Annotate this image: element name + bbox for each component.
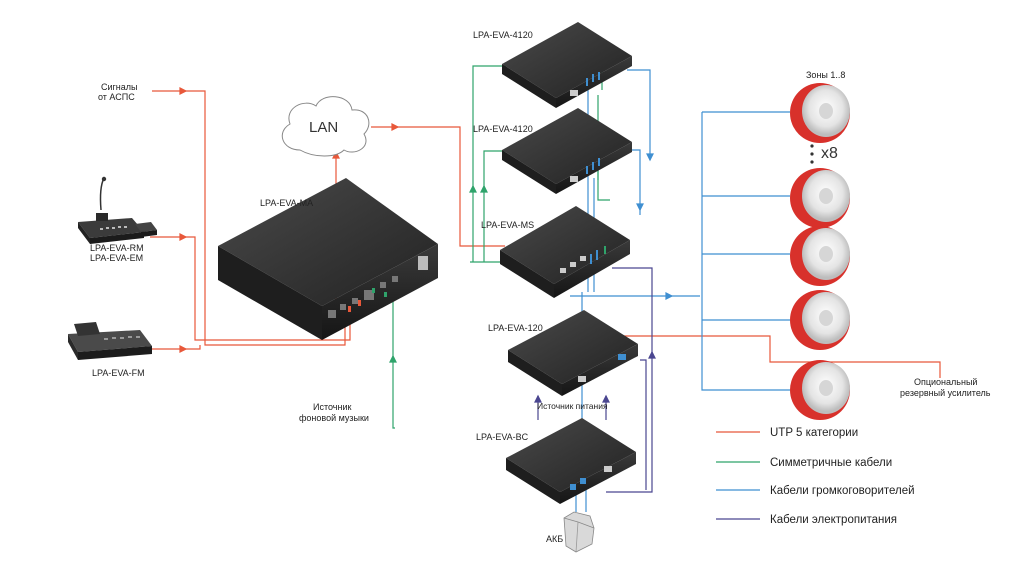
device-label-amp2: LPA-EVA-4120: [473, 124, 533, 134]
signals-label-2: от АСПС: [98, 92, 135, 102]
speaker-3: [790, 226, 850, 286]
lan-label: LAN: [309, 119, 338, 136]
main-unit-ma: [218, 178, 438, 340]
device-label-fm: LPA-EVA-FM: [92, 368, 145, 378]
device-label-amp1: LPA-EVA-4120: [473, 30, 533, 40]
battery-icon: [563, 511, 595, 553]
legend-label-speaker: Кабели громкоговорителей: [770, 485, 915, 497]
amplifier-4120-middle: [502, 108, 632, 194]
signals-label-1: Сигналы: [101, 82, 138, 92]
device-label-ma: LPA-EVA-MA: [260, 198, 313, 208]
ellipsis-dots: [810, 144, 814, 164]
extension-module-em: [135, 222, 157, 237]
multiplier-label: x8: [821, 145, 838, 162]
battery-charger-bc: [506, 418, 636, 504]
speaker-2: [790, 168, 850, 228]
microphone-console-rm: [78, 176, 144, 244]
legend-label-utp: UTP 5 категории: [770, 427, 858, 439]
device-label-bc: LPA-EVA-BC: [476, 432, 529, 442]
speaker-1: [790, 83, 850, 143]
reserve-label-2: резервный усилитель: [900, 388, 991, 398]
device-label-em: LPA-EVA-EM: [90, 253, 143, 263]
speaker-5: [790, 360, 850, 420]
speaker-4: [790, 290, 850, 350]
amplifier-4120-top: [502, 22, 632, 108]
battery-label: АКБ: [546, 534, 563, 544]
legend-label-power: Кабели электропитания: [770, 514, 897, 526]
utp-cables: [150, 87, 941, 378]
power-source-label: Источник питания: [537, 401, 608, 411]
lan-cloud: LAN: [281, 96, 370, 157]
device-label-amp120: LPA-EVA-120: [488, 323, 543, 333]
fire-microphone-fm: [68, 322, 152, 360]
legend-label-symmetric: Симметричные кабели: [770, 457, 892, 469]
music-label-1: Источник: [313, 402, 351, 412]
device-label-ms: LPA-EVA-MS: [481, 220, 534, 230]
music-label-2: фоновой музыки: [299, 413, 369, 423]
power-cables: [534, 267, 656, 493]
matrix-ms: [500, 206, 630, 298]
reserve-label-1: Опциональный: [914, 377, 977, 387]
device-label-rm: LPA-EVA-RM: [90, 243, 144, 253]
legend: UTP 5 категории Симметричные кабели Кабе…: [716, 427, 915, 526]
amplifier-120: [508, 310, 638, 396]
zones-label: Зоны 1..8: [806, 70, 845, 80]
